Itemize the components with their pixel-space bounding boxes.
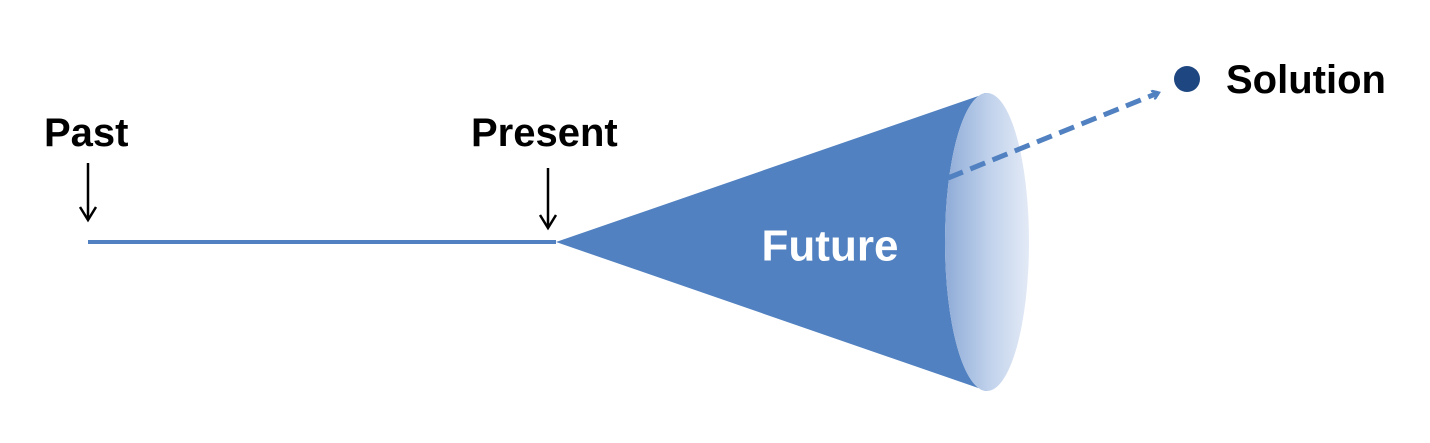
future-label: Future [762,222,899,271]
solution-label: Solution [1226,58,1386,102]
dashed-arrow-icon [947,93,1158,181]
future-cone [556,93,987,391]
arrow-down-icon [78,163,98,223]
arrow-down-icon [538,168,558,231]
present-label: Present [471,111,618,155]
dot-icon [1174,66,1200,92]
past-label: Past [44,111,129,155]
cone-face [945,93,1029,391]
